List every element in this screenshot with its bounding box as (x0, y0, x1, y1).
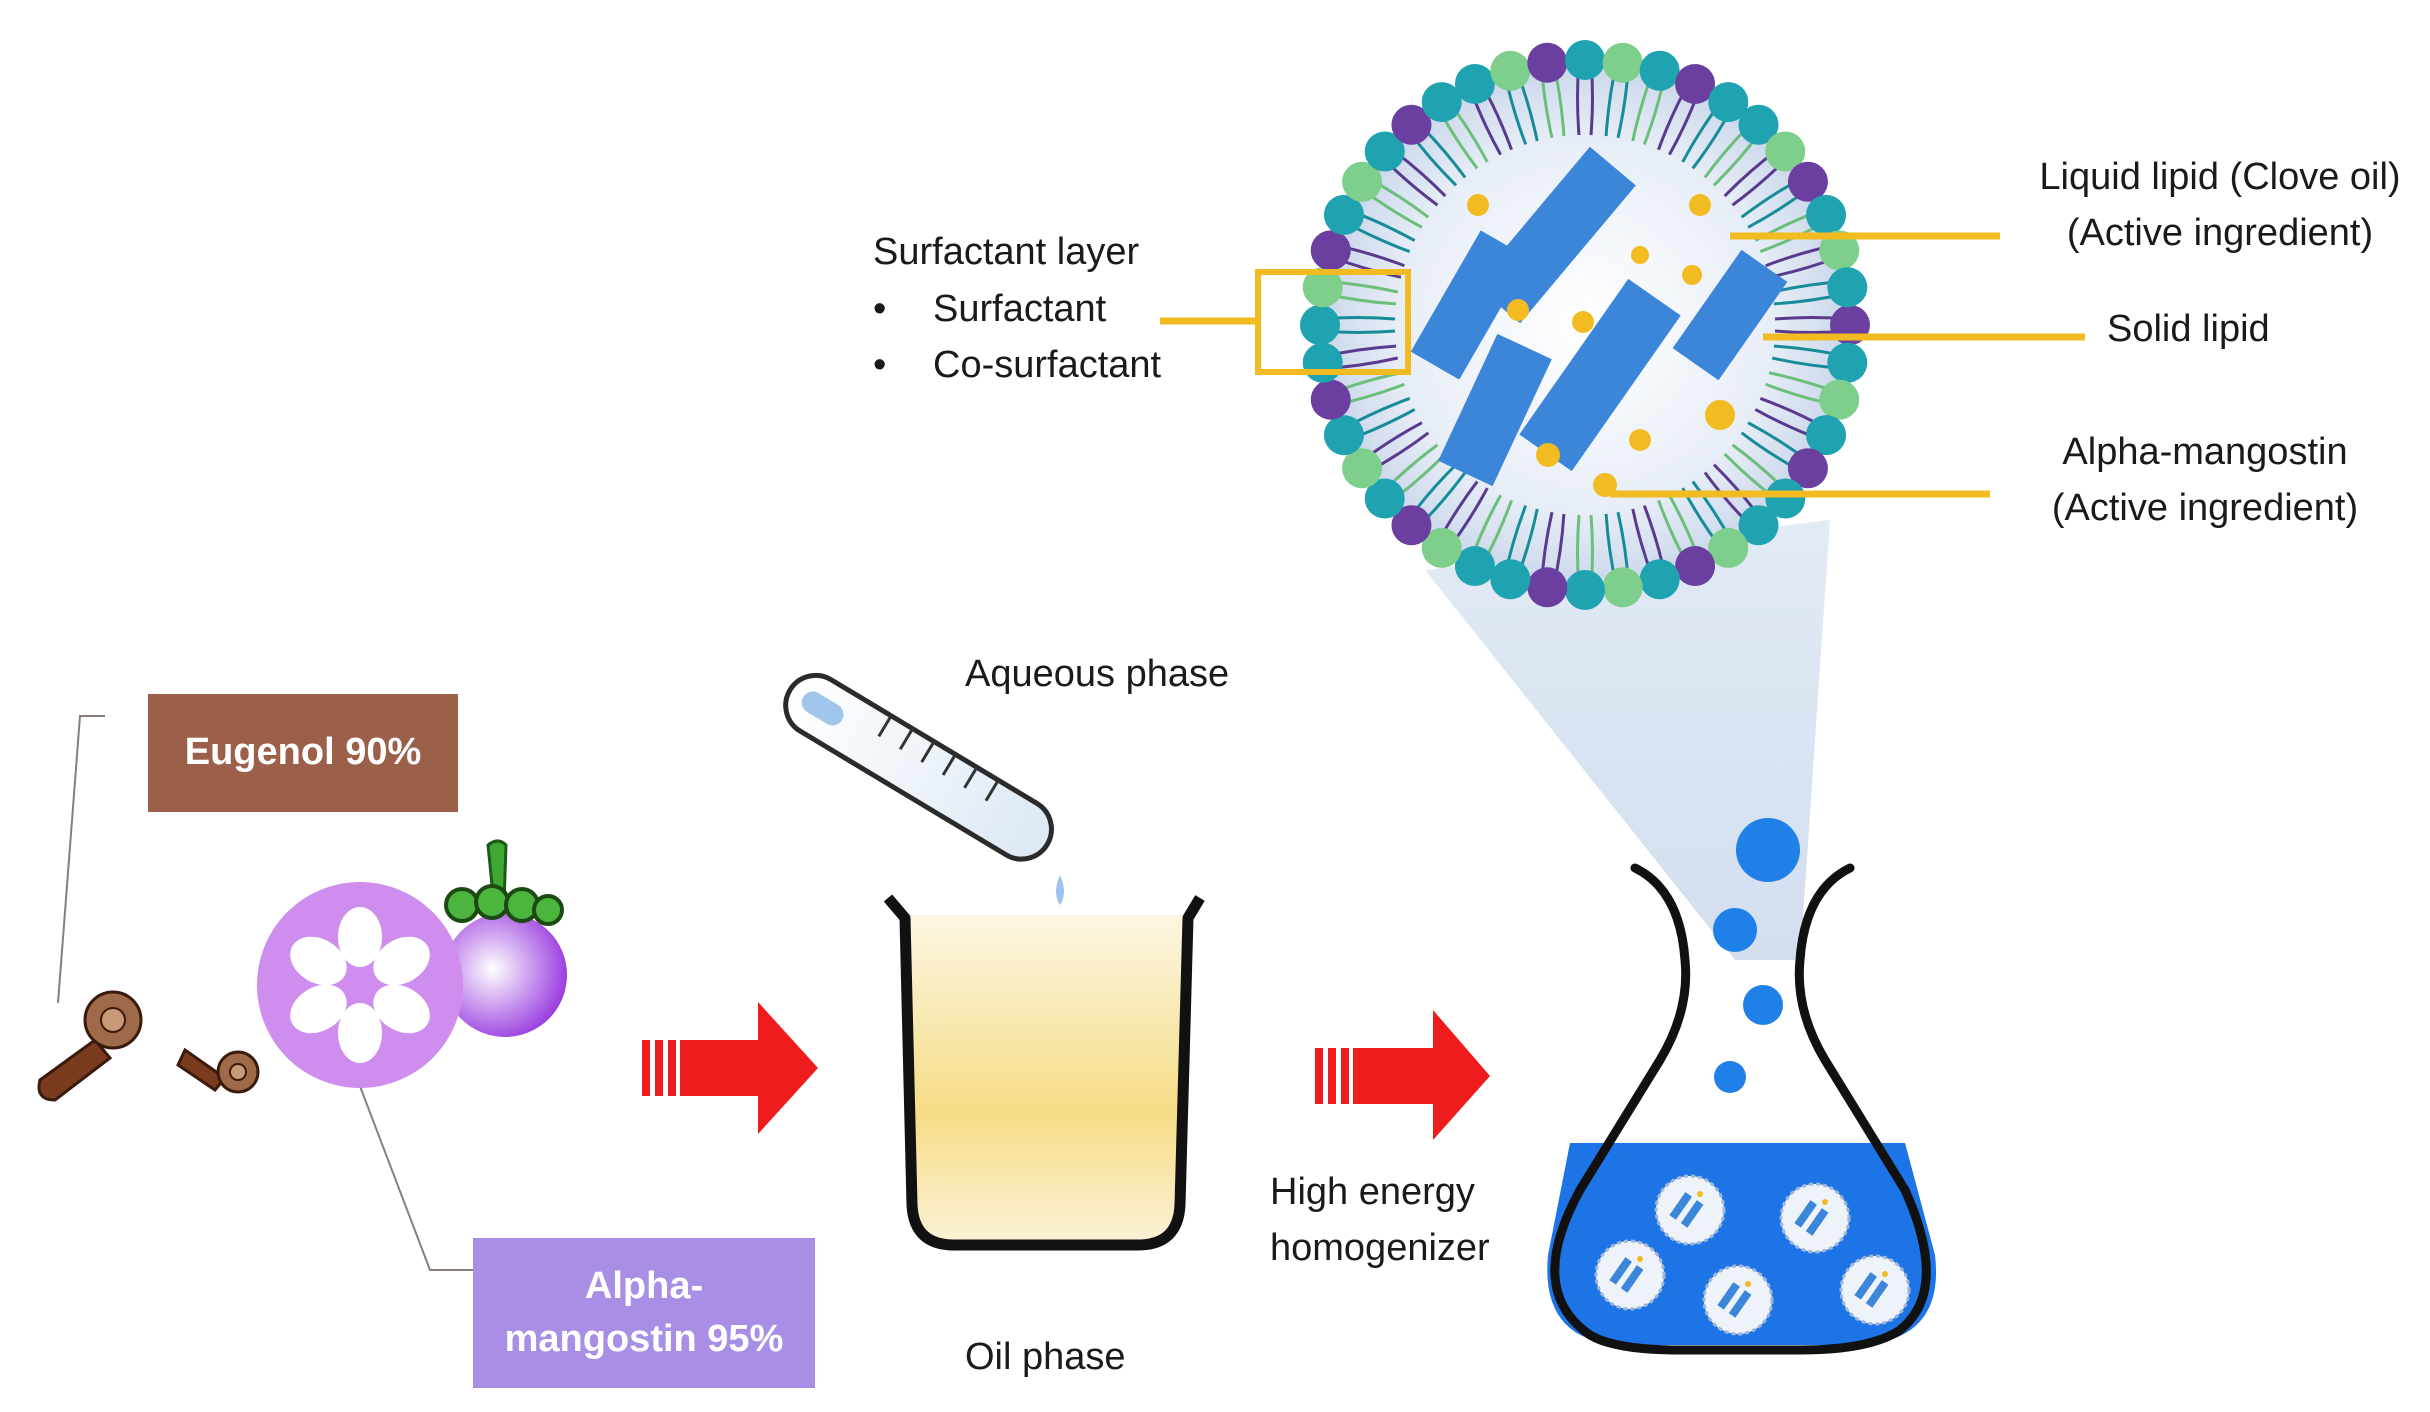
solid-lipid-block (1410, 230, 1530, 380)
surfactant-head (1364, 478, 1405, 519)
surfactant-layer-title: Surfactant layer (873, 231, 1140, 273)
homogenizer-line1: High energy (1270, 1171, 1475, 1213)
alpha-mangostin-line1: Alpha-mangostin (2062, 431, 2348, 473)
surfactant-head (1454, 546, 1495, 587)
surfactant-head (1364, 131, 1405, 172)
surfactant-head (1421, 82, 1462, 123)
mini-nanoparticle (1702, 1264, 1774, 1336)
surfactant-head (1302, 267, 1343, 308)
bracket-lines (57, 715, 473, 1271)
surfactant-head (1806, 194, 1847, 235)
leader-lines (1160, 232, 2085, 498)
surfactant-head (1602, 42, 1643, 83)
surfactant-head (1300, 305, 1340, 345)
surfactant-head (1323, 194, 1364, 235)
solid-lipid-block (1519, 278, 1681, 472)
mini-nanoparticle (1779, 1182, 1851, 1254)
fruit-segment (290, 984, 347, 1034)
surfactant-head (1323, 415, 1364, 456)
liquid-lipid-line2: (Active ingredient) (2066, 211, 2374, 254)
surfactant-head (1708, 82, 1749, 123)
mini-nanoparticle (1594, 1239, 1666, 1311)
bubbles (1713, 818, 1800, 1093)
fruit-segment (290, 936, 347, 986)
fruit-segment (338, 907, 382, 967)
surfactant-head (1310, 379, 1351, 420)
surfactant-item-label: Surfactant (933, 288, 1107, 330)
eugenol-label: Eugenol 90% (184, 731, 422, 774)
fruit-segment (373, 984, 430, 1034)
surfactant-head (1310, 230, 1351, 271)
liquid-lipid-label: Liquid lipid (Clove oil) (Active ingredi… (2010, 155, 2430, 256)
surfactant-head (1602, 567, 1643, 608)
surfactant-head (1827, 342, 1868, 383)
surfactant-head (1787, 161, 1828, 202)
surfactant-head (1302, 342, 1343, 383)
surfactant-head (1827, 267, 1868, 308)
nanoparticles-in-flask (1594, 1174, 1911, 1336)
co-surfactant-item-label: Co-surfactant (933, 344, 1162, 386)
surfactant-head (1708, 527, 1749, 568)
surfactant-head (1565, 40, 1605, 80)
alpha-mangostin-box: Alpha- mangostin 95% (473, 1238, 815, 1388)
surfactant-head (1421, 527, 1462, 568)
surfactant-item: •Surfactant (873, 287, 1106, 333)
surfactant-head (1342, 448, 1383, 489)
surfactant-head (1342, 161, 1383, 202)
surfactant-head (1765, 131, 1806, 172)
test-tube (783, 672, 1054, 862)
surfactant-head (1490, 50, 1531, 91)
solid-lipid-block (1438, 333, 1552, 487)
solid-lipid-block (1672, 249, 1788, 381)
solid-lipid-label: Solid lipid (2107, 308, 2270, 350)
surfactant-shell (1300, 40, 1870, 610)
surfactant-head (1565, 570, 1605, 610)
surfactant-head (1527, 42, 1568, 83)
fruit-segment (338, 1003, 382, 1063)
clove-icon (37, 990, 260, 1102)
surfactant-head (1527, 567, 1568, 608)
alpha-mangostin-box-line2: mangostin 95% (504, 1318, 784, 1360)
solid-lipid-blocks (1410, 146, 1788, 487)
surfactant-head (1738, 505, 1779, 546)
mini-nanoparticle (1839, 1254, 1911, 1326)
mangosteen-segments (290, 907, 430, 1063)
surfactant-head (1454, 63, 1495, 104)
alpha-mangostin-box-line1: Alpha- (584, 1264, 704, 1307)
liquid-lipid-line1: Liquid lipid (Clove oil) (2039, 156, 2401, 198)
co-surfactant-item: •Co-surfactant (873, 343, 1161, 389)
surfactant-head (1819, 379, 1860, 420)
surfactant-head (1675, 63, 1716, 104)
process-arrow-1 (642, 1002, 818, 1134)
fruit-segment (373, 936, 430, 986)
surfactant-head (1639, 50, 1680, 91)
surfactant-head (1765, 478, 1806, 519)
surfactant-head (1787, 448, 1828, 489)
surfactant-head (1490, 559, 1531, 600)
mini-nanoparticle (1654, 1174, 1726, 1246)
surfactant-head (1391, 505, 1432, 546)
eugenol-box: Eugenol 90% (148, 694, 458, 812)
alpha-mangostin-label: Alpha-mangostin (Active ingredient) (2025, 430, 2385, 531)
aqueous-phase-label: Aqueous phase (965, 653, 1230, 695)
surfactant-head (1819, 230, 1860, 271)
surfactant-head (1639, 559, 1680, 600)
homogenizer-line2: homogenizer (1270, 1226, 1490, 1269)
nanoparticle (1255, 40, 1870, 610)
homogenizer-label: High energy homogenizer (1270, 1170, 1490, 1271)
process-arrow-2 (1315, 1010, 1490, 1140)
surfactant-head (1738, 104, 1779, 145)
surfactant-head (1391, 104, 1432, 145)
magnification-beam (1425, 520, 1830, 960)
surfactant-head (1675, 546, 1716, 587)
oil-phase-label: Oil phase (965, 1336, 1126, 1378)
surfactant-head (1806, 415, 1847, 456)
alpha-mangostin-line2: (Active ingredient) (2051, 486, 2359, 529)
beaker (883, 894, 1205, 1251)
mangosteen-icon (257, 839, 567, 1088)
